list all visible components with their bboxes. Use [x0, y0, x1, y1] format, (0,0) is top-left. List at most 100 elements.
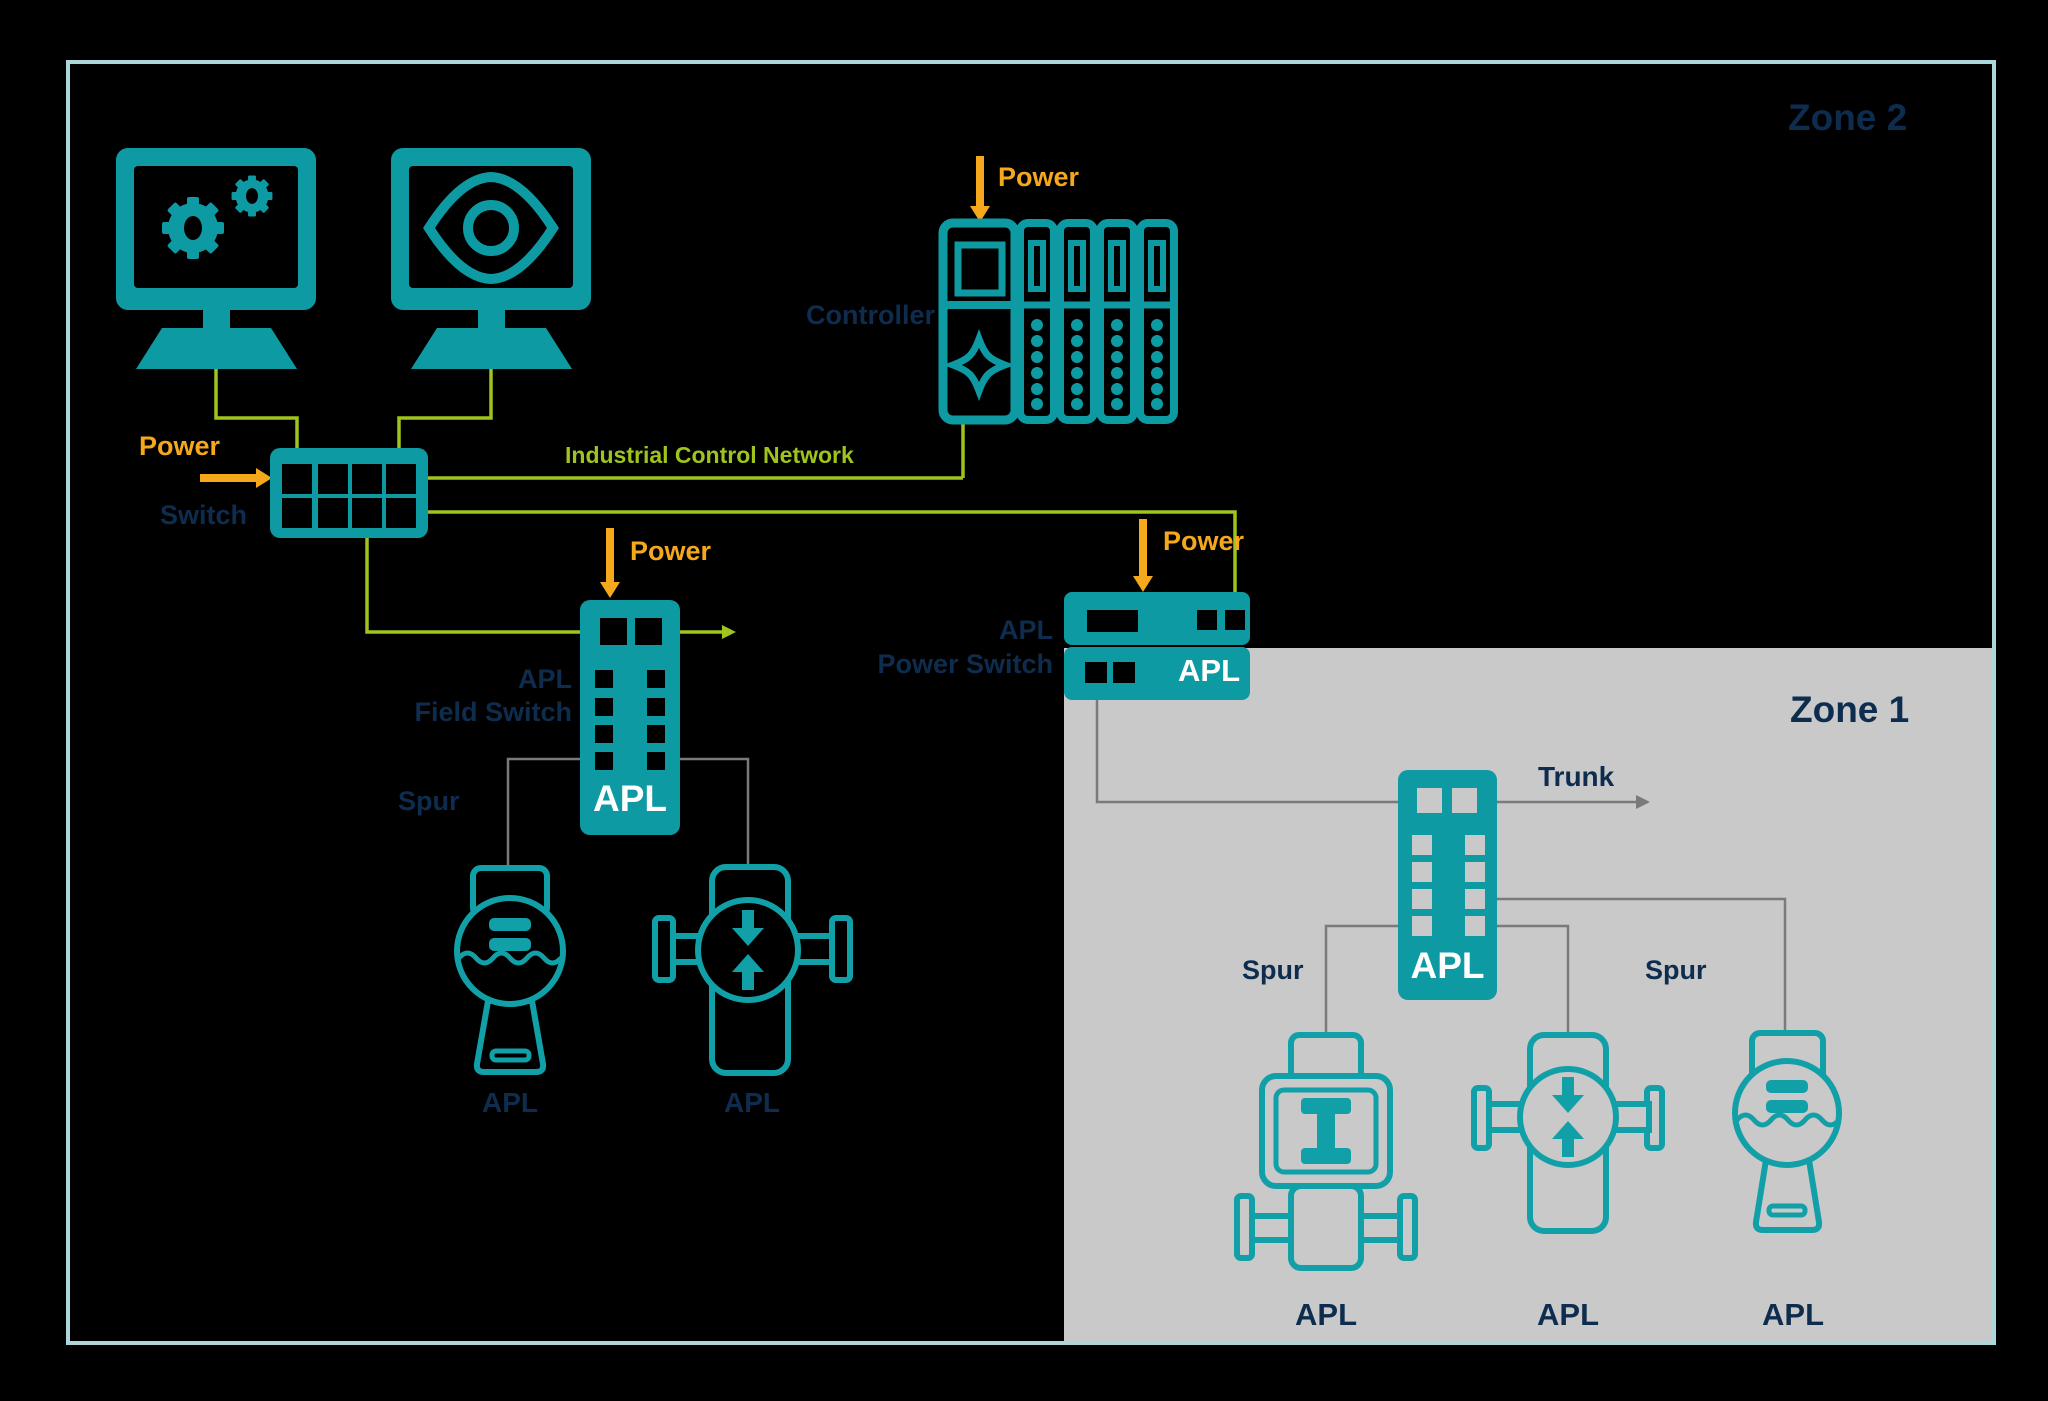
trunk-port — [1452, 788, 1477, 813]
level-bar-icon — [489, 938, 531, 951]
monitor-stand — [203, 310, 230, 328]
zone2-spur-right-line — [680, 757, 750, 867]
spur-port — [647, 752, 665, 770]
device-flow-meter-zone1 — [1234, 1032, 1418, 1271]
power-arrowhead-switch — [256, 468, 272, 488]
green-arrowhead — [722, 625, 736, 639]
apl-field-switch-zone1: APL — [1398, 770, 1497, 1000]
apl-label-dp-transmitter-zone1: APL — [1537, 1297, 1599, 1332]
monitor2-network-line — [397, 369, 493, 448]
zone1-spur-left-line — [1324, 924, 1412, 1035]
power-label-field-switch: Power — [630, 536, 712, 566]
apl-power-switch-bottom: APL — [1064, 647, 1250, 700]
power-switch-port — [1085, 662, 1107, 683]
switch-port — [318, 498, 348, 528]
eye-icon — [423, 171, 559, 285]
io-modules — [1016, 219, 1178, 424]
switch-port — [352, 498, 382, 528]
spur-port — [647, 670, 665, 688]
spur-port — [1465, 862, 1485, 882]
trunk-port — [1417, 788, 1442, 813]
switch-port — [318, 464, 348, 494]
spur-port — [1465, 889, 1485, 909]
power-label-controller: Power — [998, 162, 1080, 192]
zone2-label: Zone 2 — [1788, 97, 1908, 138]
device-level-meter-zone2 — [454, 865, 566, 1075]
power-switch-port — [1113, 662, 1135, 683]
engineering-workstation — [116, 148, 316, 369]
zone1-spur-middle-line — [1480, 924, 1570, 1035]
gears-icon — [162, 175, 273, 259]
zone1-region — [1064, 648, 1992, 1341]
base-slot — [1766, 1203, 1808, 1218]
compress-arrows-icon — [732, 910, 764, 990]
apl-label-level-meter-zone1: APL — [1762, 1297, 1824, 1332]
apl-field-switch-label-line1: APL — [518, 664, 572, 694]
trunk-port — [635, 618, 662, 645]
spur-port — [595, 725, 613, 743]
level-bar-icon — [1766, 1100, 1808, 1113]
monitor-base — [411, 328, 572, 369]
switch-port — [282, 464, 312, 494]
power-arrowhead-field-switch — [600, 582, 620, 598]
zone1-spur-right-line — [1480, 897, 1787, 1033]
power-arrows — [200, 156, 1153, 598]
switch-to-power-switch-line — [428, 510, 1237, 592]
flow-meter-body — [1288, 1183, 1364, 1271]
switch-label: Switch — [160, 500, 248, 530]
apl-field-switch: APL — [580, 600, 680, 835]
spur-port — [1412, 862, 1432, 882]
trunk-spur-lines — [506, 700, 1787, 1035]
level-bar-icon — [1766, 1080, 1808, 1093]
wave-icon — [1735, 1112, 1841, 1128]
spur-label-zone1-right: Spur — [1645, 955, 1707, 985]
spur-label-zone1-left: Spur — [1242, 955, 1304, 985]
power-label-switch: Power — [139, 431, 221, 461]
apl-badge: APL — [1410, 945, 1485, 986]
spur-port — [647, 725, 665, 743]
switch-port — [282, 498, 312, 528]
power-arrowhead-controller — [970, 206, 990, 222]
pipe-right — [1355, 1213, 1403, 1243]
controller-label: Controller — [805, 300, 935, 330]
operator-workstation — [391, 148, 591, 369]
industrial-control-network-label: Industrial Control Network — [565, 442, 854, 468]
apl-badge: APL — [1178, 653, 1240, 688]
level-meter-base — [1752, 1157, 1823, 1233]
spur-port — [1465, 916, 1485, 936]
monitor-stand — [478, 310, 505, 328]
trunk-port — [600, 618, 627, 645]
apl-power-switch-label-line1: APL — [999, 615, 1053, 645]
apl-power-switch-top — [1064, 592, 1250, 645]
transmitter-dial — [1517, 1066, 1619, 1168]
zone2-spur-left-line — [506, 757, 580, 868]
power-label-power-switch: Power — [1163, 526, 1245, 556]
spur-label-zone2: Spur — [398, 786, 460, 816]
base-slot — [489, 1048, 532, 1063]
apl-badge: APL — [593, 778, 667, 819]
clover-icon — [943, 329, 1015, 401]
transmitter-dial — [695, 897, 801, 1003]
flow-meter-display-inner — [1273, 1087, 1379, 1175]
switch-port — [386, 498, 416, 528]
spur-port — [1412, 835, 1432, 855]
spur-port — [595, 670, 613, 688]
power-switch-port-wide — [1087, 610, 1138, 632]
device-level-meter-zone1 — [1732, 1030, 1842, 1233]
spur-port — [1412, 916, 1432, 936]
level-bar-icon — [489, 918, 531, 931]
power-arrowhead-power-switch — [1133, 576, 1153, 592]
ethernet-switch — [270, 448, 428, 538]
device-dp-transmitter-zone2 — [652, 864, 853, 1076]
apl-label-flow-meter-zone1: APL — [1295, 1297, 1357, 1332]
apl-power-switch-label-line2: Power Switch — [877, 649, 1053, 679]
device-dp-transmitter-zone1 — [1471, 1032, 1665, 1234]
spur-port — [595, 698, 613, 716]
compress-arrows-icon — [1552, 1077, 1584, 1157]
spur-port — [595, 752, 613, 770]
apl-label-dp-transmitter-zone2: APL — [724, 1087, 780, 1118]
spur-port — [1412, 889, 1432, 909]
monitor1-network-line — [214, 369, 299, 448]
trunk-label: Trunk — [1538, 761, 1615, 792]
